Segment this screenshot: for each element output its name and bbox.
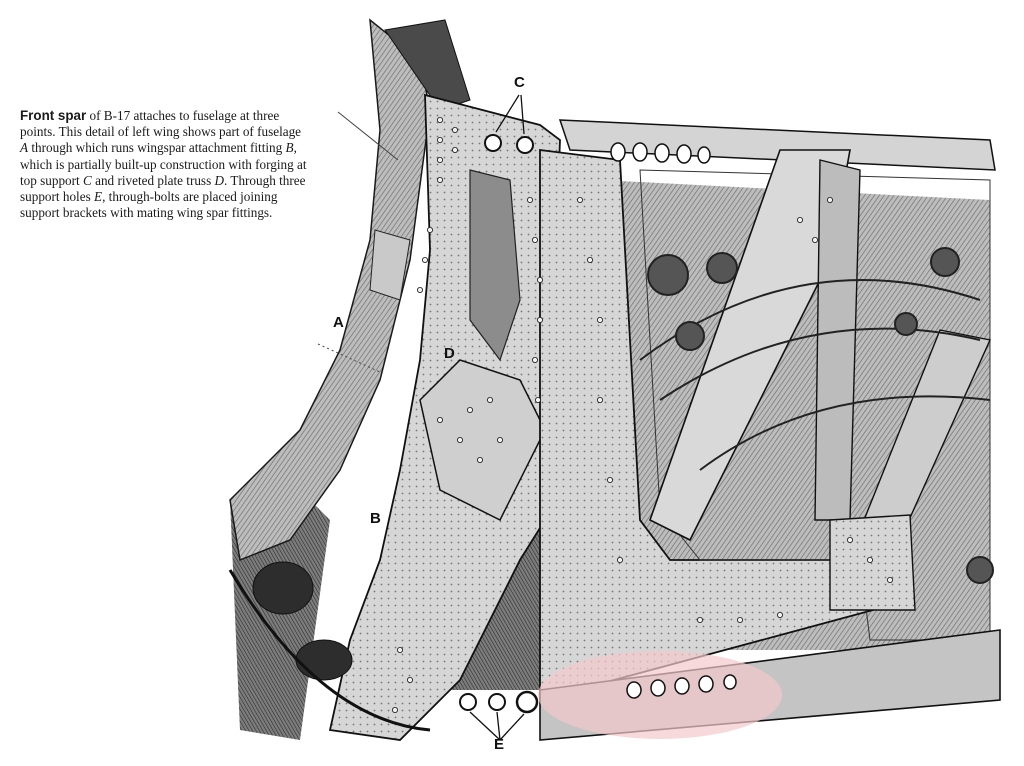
caption-text: Front spar of B-17 attaches to fuselage …	[20, 108, 310, 221]
caption-body: of B-17 attaches to fuselage at three po…	[20, 108, 307, 221]
callout-a: A	[333, 314, 344, 331]
bottom-support-holes-e	[459, 690, 539, 741]
callout-b: B	[370, 510, 381, 527]
highlight-region	[538, 651, 782, 739]
fuselage-lightening-holes	[228, 561, 431, 732]
top-support-holes-c	[484, 94, 534, 154]
callout-c: C	[514, 74, 525, 91]
diagonal-struts	[649, 149, 991, 611]
callout-e: E	[494, 736, 505, 753]
rivets	[391, 117, 894, 714]
callout-d: D	[444, 345, 455, 362]
pointer-lines	[317, 111, 399, 373]
caption-lead: Front spar	[20, 108, 87, 123]
top-spar-holes	[610, 142, 711, 164]
fuselage-skin	[229, 18, 471, 562]
interior-rings	[639, 247, 994, 584]
